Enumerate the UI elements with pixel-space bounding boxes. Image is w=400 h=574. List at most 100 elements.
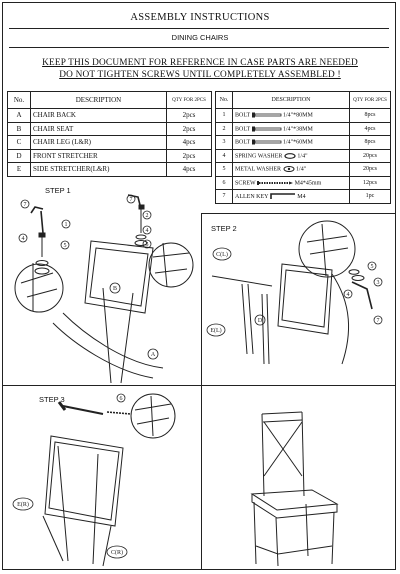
callout-7: 7 — [24, 202, 27, 208]
part-desc: FRONT STRETCHER — [30, 148, 167, 163]
hw-no: 5 — [215, 162, 233, 177]
hw-size: 1/4"*38MM — [283, 125, 313, 132]
step1-label: STEP 1 — [45, 186, 71, 195]
parts-col-no: No. — [7, 91, 31, 109]
part-no: B — [7, 121, 31, 136]
hardware-col-description: DESCRIPTION — [232, 91, 350, 109]
table-row: E SIDE STRETCHER(L&R) 4pcs — [7, 162, 212, 177]
hw-size: M4 — [297, 193, 306, 200]
screw-icon — [257, 180, 294, 185]
bolt-icon — [251, 126, 281, 132]
hw-desc-label: SCREW — [235, 179, 256, 186]
table-row: 7 ALLEN KEY M4 1pc — [215, 189, 391, 204]
callout-E-R: E(R) — [17, 501, 29, 508]
subtitle-divider — [9, 47, 389, 48]
hw-size: 1/4" — [296, 166, 307, 173]
callout-C-R: C(R) — [111, 549, 123, 556]
hardware-col-qty: QTY FOR 2PCS — [349, 91, 391, 109]
allen-key-icon — [269, 192, 295, 199]
hardware-table: No. DESCRIPTION QTY FOR 2PCS 1 BOLT 1/4"… — [215, 91, 391, 204]
hw-desc-label: BOLT — [235, 125, 251, 132]
callout-B: B — [113, 286, 117, 292]
hw-desc: ALLEN KEY M4 — [232, 189, 350, 204]
table-row: 5 METAL WASHER 1/4" 20pcs — [215, 162, 391, 177]
hw-desc: SPRING WASHER 1/4" — [232, 148, 350, 163]
callout-7c: 7 — [377, 318, 380, 324]
parts-col-qty: QTY FOR 2PCS — [166, 91, 212, 109]
hw-no: 7 — [215, 189, 233, 204]
parts-table: No. DESCRIPTION QTY FOR 2PCS A CHAIR BAC… — [7, 91, 212, 177]
part-qty: 4pcs — [166, 135, 212, 150]
part-no: E — [7, 162, 31, 177]
bolt-icon — [251, 139, 281, 145]
title-divider — [9, 28, 389, 29]
callout-5: 5 — [64, 243, 67, 249]
step3-divider — [3, 385, 395, 386]
part-desc: SIDE STRETCHER(L&R) — [30, 162, 167, 177]
callout-5b: 5 — [146, 242, 149, 248]
callout-2: 2 — [146, 213, 149, 219]
parts-col-description: DESCRIPTION — [30, 91, 167, 109]
table-row: 2 BOLT 1/4"*38MM 4pcs — [215, 121, 391, 136]
part-no: A — [7, 108, 31, 123]
part-desc: CHAIR BACK — [30, 108, 167, 123]
hw-qty: 20pcs — [349, 162, 391, 177]
step3-illustration: 6 E(R) C(R) — [12, 393, 176, 567]
step1-illustration: 7 1 4 5 B A 7 2 4 5 — [14, 194, 194, 384]
finished-chair-illustration — [250, 411, 339, 567]
hw-size: 1/4"*80MM — [283, 112, 313, 119]
table-row: 4 SPRING WASHER 1/4" 20pcs — [215, 148, 391, 163]
step2-frame — [201, 213, 396, 386]
table-row: A CHAIR BACK 2pcs — [7, 108, 212, 123]
callout-6: 6 — [120, 396, 123, 402]
step3-label: STEP 3 — [39, 395, 65, 404]
hw-qty: 1pc — [349, 189, 391, 204]
step2-label: STEP 2 — [211, 224, 237, 233]
part-qty: 2pcs — [166, 121, 212, 136]
hw-desc-label: SPRING WASHER — [235, 152, 283, 159]
hw-desc-label: ALLEN KEY — [235, 193, 269, 200]
table-row: B CHAIR SEAT 2pcs — [7, 121, 212, 136]
part-qty: 2pcs — [166, 148, 212, 163]
part-qty: 4pcs — [166, 162, 212, 177]
hw-desc: METAL WASHER 1/4" — [232, 162, 350, 177]
hw-desc: BOLT 1/4"*60MM — [232, 135, 350, 150]
hw-qty: 8pcs — [349, 135, 391, 150]
part-no: C — [7, 135, 31, 150]
hw-qty: 20pcs — [349, 148, 391, 163]
hw-no: 4 — [215, 148, 233, 163]
callout-C-L: C(L) — [216, 251, 228, 258]
hw-size: 1/4" — [297, 152, 308, 159]
callout-1: 1 — [65, 222, 68, 228]
part-no: D — [7, 148, 31, 163]
metal-washer-icon — [283, 166, 295, 173]
callout-4c: 4 — [347, 292, 350, 298]
part-desc: CHAIR LEG (L&R) — [30, 135, 167, 150]
hw-desc: BOLT 1/4"*38MM — [232, 121, 350, 136]
step2-illustration: C(L) E(L) D 5 3 4 7 — [206, 220, 383, 365]
hw-qty: 8pcs — [349, 108, 391, 123]
callout-A: A — [151, 352, 156, 358]
document-subtitle: DINING CHAIRS — [171, 33, 229, 42]
bolt-icon — [251, 112, 281, 118]
hw-size: M4*45mm — [294, 179, 322, 186]
hw-desc: BOLT 1/4"*80MM — [232, 108, 350, 123]
instruction-sheet: ASSEMBLY INSTRUCTIONS DINING CHAIRS KEEP… — [2, 2, 396, 570]
table-row: 6 SCREW M4*45mm 12pcs — [215, 175, 391, 190]
hw-desc-label: BOLT — [235, 139, 251, 146]
callout-3: 3 — [377, 280, 380, 286]
callout-D: D — [258, 318, 263, 324]
spring-washer-icon — [284, 152, 296, 159]
part-qty: 2pcs — [166, 108, 212, 123]
callout-4: 4 — [22, 236, 25, 242]
hw-no: 2 — [215, 121, 233, 136]
table-row: D FRONT STRETCHER 2pcs — [7, 148, 212, 163]
hw-no: 6 — [215, 175, 233, 190]
table-row: 1 BOLT 1/4"*80MM 8pcs — [215, 108, 391, 123]
hw-size: 1/4"*60MM — [283, 139, 313, 146]
final-divider — [201, 385, 202, 569]
hw-desc-label: METAL WASHER — [235, 166, 282, 173]
callout-7b: 7 — [130, 197, 133, 203]
hw-qty: 4pcs — [349, 121, 391, 136]
hw-qty: 12pcs — [349, 175, 391, 190]
